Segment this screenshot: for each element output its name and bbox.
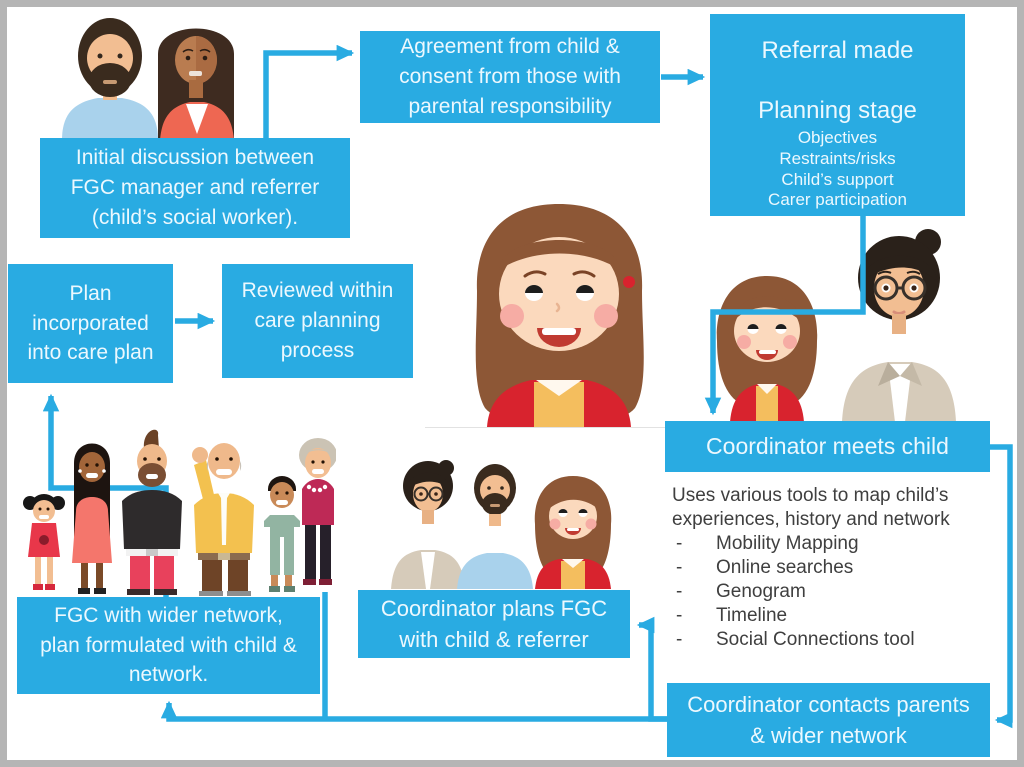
node-referral-planning: Referral made Planning stage Objectives … [710, 14, 965, 216]
tools-intro-line: experiences, history and network [672, 509, 950, 530]
node-fgc-wider-network: FGC with wider network, plan formulated … [17, 597, 320, 694]
family-wider-network-illustration [23, 429, 336, 596]
connector-bottom-to-fgc-wider [160, 700, 667, 722]
box-line: Reviewed within [241, 279, 394, 303]
tools-list-item: - Timeline [672, 604, 1007, 628]
node-initial-discussion: Initial discussion between FGC manager a… [40, 138, 350, 238]
box-line: (child’s social worker). [91, 205, 299, 229]
box-line: parental responsibility [408, 94, 612, 118]
box-line: FGC manager and referrer [70, 176, 320, 200]
dash-bullet: - [676, 557, 683, 578]
node-agreement-consent: Agreement from child & consent from thos… [360, 31, 660, 123]
node-reviewed-care-planning: Reviewed within care planning process [222, 264, 413, 378]
referral-subtitle: Planning stage [758, 97, 917, 125]
tools-list-item: - Genogram [672, 580, 1007, 604]
dash-bullet: - [676, 605, 683, 626]
node-contacts-parents: Coordinator contacts parents & wider net… [667, 683, 990, 757]
referral-item: Restraints/risks [779, 148, 896, 168]
tools-item-label: Genogram [716, 581, 806, 602]
dash-bullet: - [676, 629, 683, 650]
node-plans-fgc: Coordinator plans FGC with child & refer… [358, 590, 630, 658]
box-line: Agreement from child & [400, 35, 620, 59]
box-line: Coordinator contacts parents [687, 691, 970, 717]
connector-contacts-parents-to-plans-fgc [636, 616, 667, 722]
box-line: care planning [254, 309, 381, 333]
box-line: with child & referrer [399, 627, 589, 652]
box-line: Coordinator meets child [706, 433, 949, 460]
dash-bullet: - [676, 533, 683, 554]
box-line: incorporated [32, 311, 149, 335]
coordinator-referrer-child-illustration [391, 460, 612, 589]
tools-item-label: Social Connections tool [716, 629, 915, 650]
tools-item-label: Mobility Mapping [716, 533, 859, 554]
box-line: Coordinator plans FGC [380, 595, 608, 621]
box-line: plan formulated with child & [40, 633, 297, 657]
dash-bullet: - [676, 581, 683, 602]
box-line: network. [128, 663, 209, 687]
box-line: FGC with wider network, [54, 603, 283, 627]
referral-title: Referral made [761, 37, 914, 64]
referral-item: Child’s support [781, 169, 894, 189]
child-portrait-illustration [475, 204, 644, 427]
box-line: Initial discussion between [75, 146, 315, 170]
box-line: process [280, 338, 355, 362]
tools-intro-line: Uses various tools to map child’s [672, 485, 949, 506]
tools-item-label: Online searches [716, 557, 854, 578]
box-line: & wider network [750, 723, 907, 748]
referral-item: Objectives [797, 128, 878, 148]
tools-note: Uses various tools to map child’s experi… [672, 484, 1007, 652]
child-and-coordinator-illustration [716, 229, 956, 422]
box-line: Plan [69, 281, 112, 305]
tools-list-item: - Mobility Mapping [672, 532, 1007, 556]
box-line: consent from those with [399, 65, 621, 89]
tools-list-item: - Social Connections tool [672, 628, 1007, 652]
tools-item-label: Timeline [716, 605, 788, 626]
node-plan-incorporated: Plan incorporated into care plan [8, 264, 173, 383]
connector-initial-to-agreement [263, 44, 355, 140]
illustration-baseline [425, 427, 683, 428]
referral-item: Carer participation [768, 190, 907, 210]
node-coordinator-meets-child: Coordinator meets child [665, 421, 990, 472]
box-line: into care plan [27, 341, 154, 365]
tools-list-item: - Online searches [672, 556, 1007, 580]
fgc-manager-and-referrer-illustration [62, 18, 234, 140]
